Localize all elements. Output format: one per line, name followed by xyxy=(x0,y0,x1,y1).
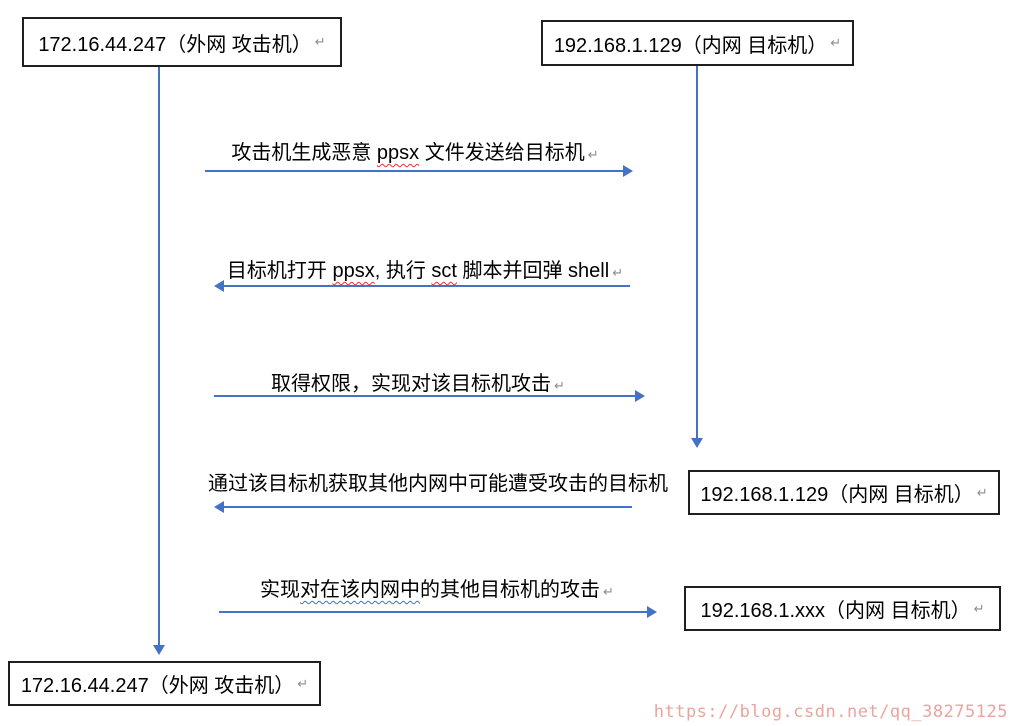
paragraph-mark: ↵ xyxy=(973,600,985,616)
message-5-text-post: 的其他目标机的攻击 xyxy=(420,579,601,601)
return-mark: ↵ xyxy=(554,378,565,393)
message-3-label: 取得权限，实现对该目标机攻击↵ xyxy=(271,367,565,396)
message-5-text-pre: 实现 xyxy=(260,579,301,601)
message-3-arrowhead-icon xyxy=(635,390,645,402)
message-4-text: 通过该目标机获取其他内网中可能遭受攻击的目标机 xyxy=(208,473,668,495)
message-3-text: 取得权限，实现对该目标机攻击 xyxy=(271,373,552,395)
paragraph-mark: ↵ xyxy=(314,34,326,49)
node-attacker-top-label: 172.16.44.247（外网 攻击机） xyxy=(38,33,312,56)
message-4-arrowhead-icon xyxy=(214,501,224,513)
paragraph-mark: ↵ xyxy=(297,675,309,691)
node-target-mid: 192.168.1.129（内网 目标机）↵ xyxy=(688,470,1000,515)
node-target-top-label: 192.168.1.129（内网 目标机） xyxy=(553,34,828,57)
watermark: https://blog.csdn.net/qq_38275125 xyxy=(653,702,1008,722)
message-2-label: 目标机打开 ppsx, 执行 sct 脚本并回弹 shell↵ xyxy=(227,254,623,283)
node-attacker-bottom: 172.16.44.247（外网 攻击机）↵ xyxy=(8,661,321,706)
lifeline-target xyxy=(696,66,698,438)
message-2-wavy-ppsx: ppsx xyxy=(332,260,375,282)
message-2-text-post: 脚本并回弹 shell xyxy=(456,260,610,282)
lifeline-attacker xyxy=(158,67,160,645)
node-target-mid-label: 192.168.1.129（内网 目标机） xyxy=(700,484,974,506)
message-4-arrow xyxy=(224,506,632,508)
message-5-label: 实现对在该内网中的其他目标机的攻击↵ xyxy=(260,573,614,602)
message-5-arrow xyxy=(219,611,647,613)
lifeline-attacker-arrowhead-icon xyxy=(153,645,165,655)
message-1-arrowhead-icon xyxy=(623,165,633,177)
paragraph-mark: ↵ xyxy=(976,484,988,500)
return-mark: ↵ xyxy=(603,584,614,599)
message-5-wavy-grammar: 对在该内网中 xyxy=(300,579,421,601)
message-2-text-mid: , 执行 xyxy=(374,260,432,282)
paragraph-mark: ↵ xyxy=(830,35,842,50)
message-1-text-pre: 攻击机生成恶意 xyxy=(231,142,377,164)
message-4-label: 通过该目标机获取其他内网中可能遭受攻击的目标机 xyxy=(208,467,668,496)
lifeline-target-arrowhead-icon xyxy=(691,438,703,448)
return-mark: ↵ xyxy=(587,147,599,162)
message-1-label: 攻击机生成恶意 ppsx 文件发送给目标机↵ xyxy=(231,136,598,165)
message-1-wavy-ppsx: ppsx xyxy=(376,142,420,164)
message-5-arrowhead-icon xyxy=(647,606,657,618)
node-target-other-label: 192.168.1.xxx（内网 目标机） xyxy=(700,600,971,622)
message-2-text-pre: 目标机打开 xyxy=(226,260,333,282)
node-attacker-top: 172.16.44.247（外网 攻击机）↵ xyxy=(22,17,342,67)
node-attacker-bottom-label: 172.16.44.247（外网 攻击机） xyxy=(20,675,295,697)
message-1-text-post: 文件发送给目标机 xyxy=(419,142,585,164)
message-2-arrow xyxy=(224,285,630,287)
return-mark: ↵ xyxy=(612,265,624,280)
message-1-arrow xyxy=(205,170,623,172)
message-2-wavy-sct: sct xyxy=(431,260,457,282)
node-target-other: 192.168.1.xxx（内网 目标机）↵ xyxy=(684,586,1001,631)
node-target-top: 192.168.1.129（内网 目标机）↵ xyxy=(541,20,854,66)
message-3-arrow xyxy=(214,395,635,397)
message-2-arrowhead-icon xyxy=(214,280,224,292)
